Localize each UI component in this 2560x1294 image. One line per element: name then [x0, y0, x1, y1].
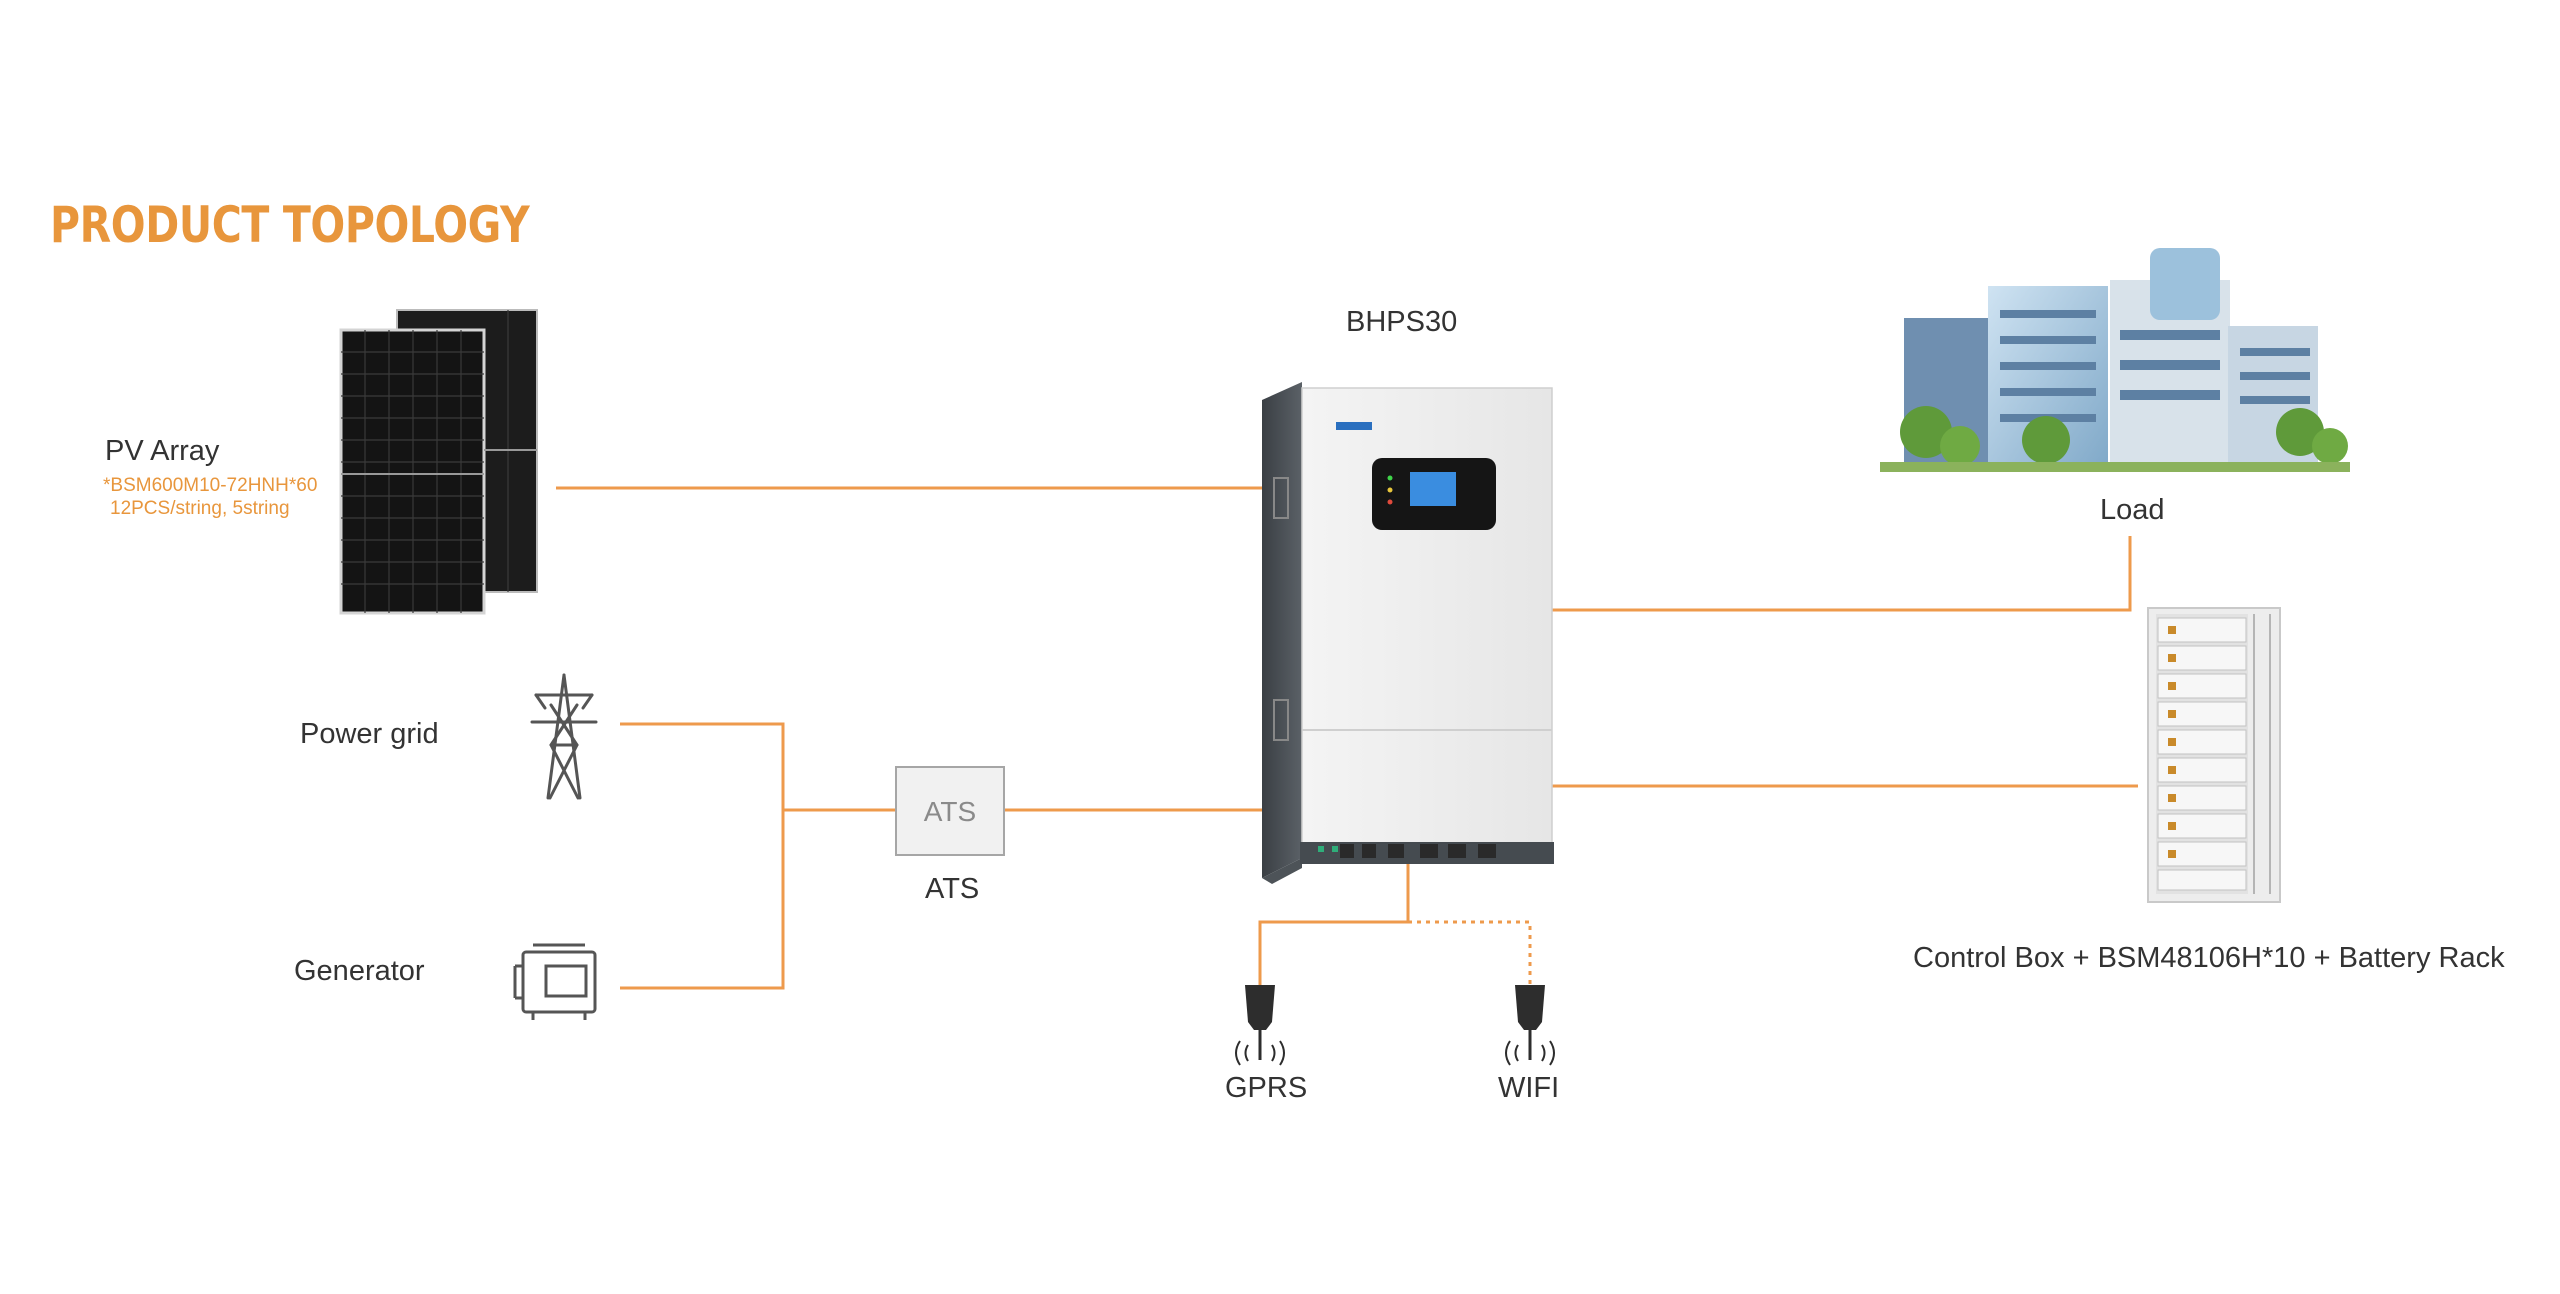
- power-grid-label: Power grid: [300, 718, 439, 750]
- pv-panel-icon: [339, 309, 538, 615]
- building-icon: [1880, 248, 2350, 472]
- ats-label: ATS: [925, 873, 980, 905]
- generator-icon: [513, 943, 597, 1020]
- wifi-antenna-icon: [1505, 985, 1555, 1066]
- inverter-to-gprs-line: [1258, 862, 1410, 985]
- generator-label: Generator: [294, 955, 425, 987]
- battery-rack-icon: [2147, 607, 2281, 903]
- ats-box-label: ATS: [924, 796, 976, 827]
- pv-array-config: 12PCS/string, 5string: [110, 498, 290, 519]
- gprs-label: GPRS: [1225, 1072, 1308, 1104]
- pv-array-model: *BSM600M10-72HNH*60: [103, 475, 318, 496]
- inverter-to-wifi-line: [1408, 920, 1532, 985]
- inverter-icon: [1262, 382, 1554, 884]
- battery-label: Control Box + BSM48106H*10 + Battery Rac…: [1913, 942, 2505, 974]
- ats-box: ATS: [895, 766, 1005, 856]
- pv-array-label: PV Array: [105, 435, 220, 467]
- wifi-label: WIFI: [1498, 1072, 1560, 1104]
- load-label: Load: [2100, 494, 2165, 526]
- grid-line: [620, 722, 785, 990]
- page-title: PRODUCT TOPOLOGY: [50, 196, 530, 254]
- power-tower-icon: [530, 673, 598, 800]
- connection-lines: [556, 486, 2138, 990]
- gprs-antenna-icon: [1235, 985, 1285, 1066]
- inverter-to-load-line: [1552, 536, 2132, 612]
- inverter-label: BHPS30: [1346, 306, 1458, 338]
